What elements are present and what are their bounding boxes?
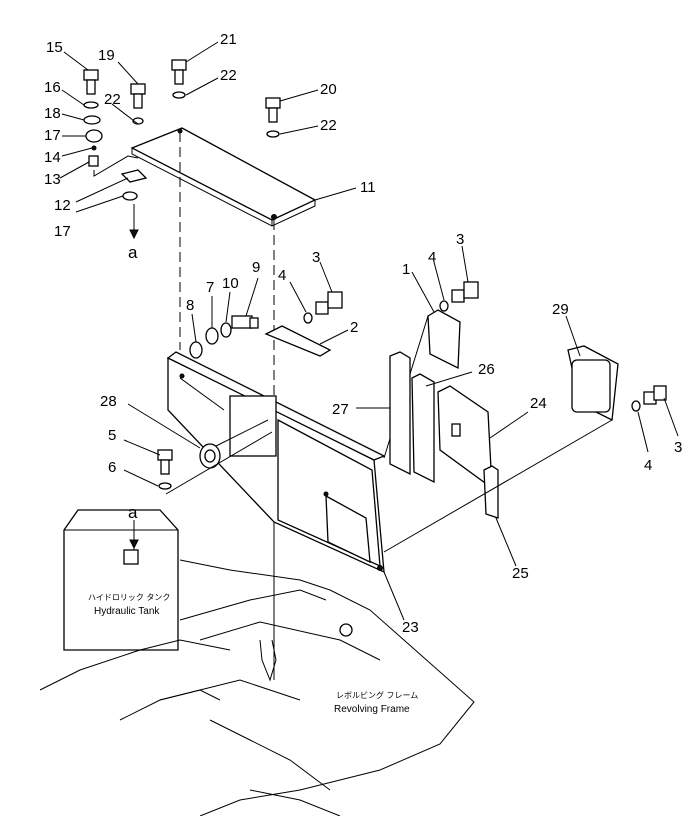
cover-29: [383, 315, 619, 553]
hydraulic-tank: [63, 509, 179, 651]
bolt-3-far: [631, 385, 679, 453]
bolt-5: [123, 439, 173, 490]
bolt-3-right: [433, 245, 479, 312]
bracket-2: [264, 325, 349, 357]
bolt-19: [117, 61, 146, 125]
bolt-3-left: [289, 261, 343, 324]
panel-24: [437, 385, 529, 490]
strip-25: [483, 465, 517, 567]
bolt-15-stack: [59, 51, 138, 213]
strip-27: [356, 351, 411, 476]
revolving-frame: [39, 559, 475, 816]
main-panel: [166, 351, 405, 621]
washers-7-10: [189, 277, 259, 359]
bracket-12: [75, 155, 148, 240]
bolt-21: [171, 41, 219, 99]
strip-26: [411, 371, 473, 484]
grommet-28: [127, 403, 273, 495]
cover-plate: [130, 127, 357, 227]
bolt-20: [265, 89, 319, 138]
